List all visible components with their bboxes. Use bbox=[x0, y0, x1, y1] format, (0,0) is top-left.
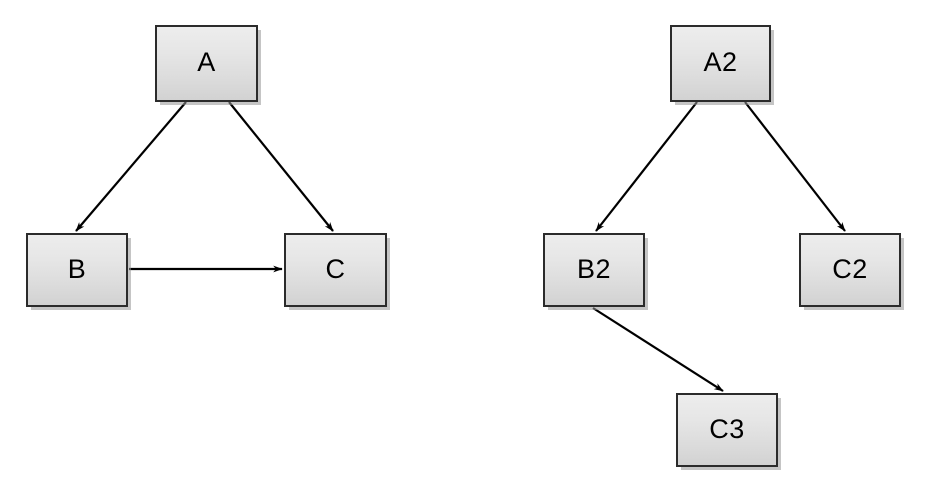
node-a[interactable]: A bbox=[155, 25, 258, 102]
edge-a-to-b bbox=[75, 101, 187, 232]
node-label-c3: C3 bbox=[709, 413, 745, 444]
edge-a2-to-c2 bbox=[744, 101, 846, 232]
node-label-b: B bbox=[67, 253, 87, 284]
node-label-c: C bbox=[325, 253, 346, 284]
node-label-b2: B2 bbox=[576, 253, 612, 284]
node-c2[interactable]: C2 bbox=[799, 233, 901, 307]
node-b2[interactable]: B2 bbox=[543, 233, 645, 307]
node-b[interactable]: B bbox=[26, 233, 128, 307]
edge-a-to-c bbox=[228, 101, 334, 232]
node-c[interactable]: C bbox=[284, 233, 387, 307]
node-label-a2: A2 bbox=[703, 47, 738, 77]
node-label-c2: C2 bbox=[832, 253, 868, 284]
edge-a2-to-b2 bbox=[595, 101, 698, 232]
node-a2[interactable]: A2 bbox=[670, 25, 771, 102]
node-c3[interactable]: C3 bbox=[676, 393, 778, 467]
node-label-a: A bbox=[197, 47, 216, 77]
edges-group bbox=[75, 101, 846, 392]
edge-b2-to-c3 bbox=[592, 307, 724, 392]
